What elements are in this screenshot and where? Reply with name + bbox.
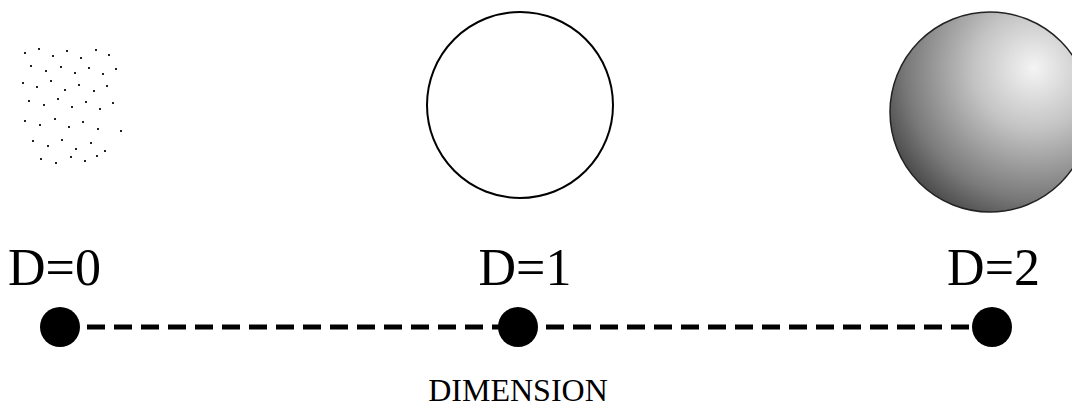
circle-outline	[427, 12, 613, 198]
axis-title: DIMENSION	[428, 374, 608, 406]
axis-dot	[972, 307, 1012, 347]
axis-dot	[498, 307, 538, 347]
dimension-value: D=1	[479, 242, 572, 294]
axis-dot	[40, 307, 80, 347]
dimension-value: D=2	[947, 242, 1040, 294]
point-cloud	[22, 48, 122, 164]
dimension-value: D=0	[8, 242, 101, 294]
shaded-sphere	[890, 12, 1072, 212]
